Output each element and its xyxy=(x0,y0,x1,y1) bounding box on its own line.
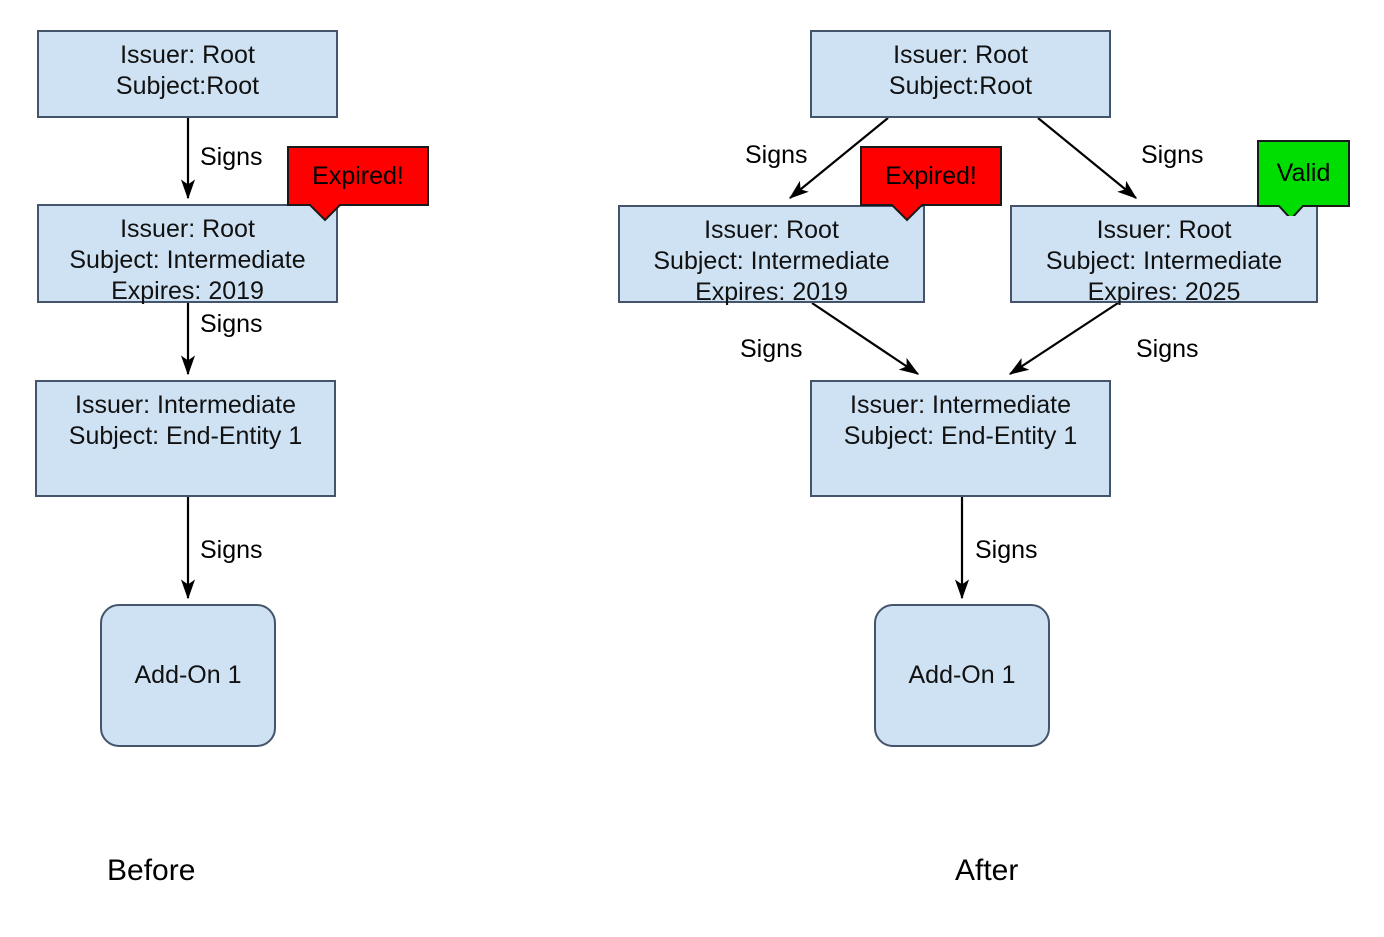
node-text-line: Subject:Root xyxy=(115,72,260,100)
node-before-intermediate[interactable]: Issuer: Root Subject: Intermediate Expir… xyxy=(37,204,338,305)
node-text-line: Issuer: Intermediate xyxy=(850,391,1071,419)
node-text-line: Subject: Intermediate xyxy=(1045,247,1283,275)
node-before-root[interactable]: Issuer: Root Subject:Root xyxy=(37,30,338,118)
edge-after-root-to-intermediate-new xyxy=(1037,117,1138,199)
edge-label-after-end-entity-signs: Signs xyxy=(975,536,1038,564)
caption-after: After xyxy=(955,854,1019,887)
edge-label-before-root-signs: Signs xyxy=(200,143,263,171)
edge-label-after-old-to-ee-signs: Signs xyxy=(740,335,803,363)
caption-before: Before xyxy=(107,854,196,887)
node-text-line: Subject:Root xyxy=(888,72,1033,100)
badge-after-valid[interactable]: Valid xyxy=(1257,140,1350,216)
node-before-addon[interactable]: Add-On 1 xyxy=(100,604,276,747)
badge-label: Valid xyxy=(1276,158,1331,187)
edge-label-before-intermediate-signs: Signs xyxy=(200,310,263,338)
node-text-line: Expires: 2019 xyxy=(111,277,264,305)
node-text-line: Issuer: Root xyxy=(704,216,839,244)
node-text-line: Issuer: Root xyxy=(1096,216,1232,244)
badge-label: Expired! xyxy=(885,161,977,190)
node-text-line: Issuer: Root xyxy=(120,41,255,69)
node-after-end-entity[interactable]: Issuer: Intermediate Subject: End-Entity… xyxy=(810,380,1111,497)
edge-label-before-end-entity-signs: Signs xyxy=(200,536,263,564)
node-before-end-entity[interactable]: Issuer: Intermediate Subject: End-Entity… xyxy=(35,380,336,497)
node-after-intermediate-new[interactable]: Issuer: Root Subject: Intermediate Expir… xyxy=(1010,205,1318,306)
node-text-line: Subject: End-Entity 1 xyxy=(843,422,1078,450)
node-after-addon[interactable]: Add-On 1 xyxy=(874,604,1050,747)
node-text-line: Add-On 1 xyxy=(134,661,242,689)
badge-before-expired[interactable]: Expired! xyxy=(287,146,429,222)
node-text-line: Subject: Intermediate xyxy=(69,246,306,274)
edge-label-after-root-to-new-signs: Signs xyxy=(1141,141,1204,169)
edge-after-intermediate-old-to-end-entity xyxy=(811,302,920,375)
edge-after-intermediate-new-to-end-entity xyxy=(1008,302,1119,375)
node-text-line: Add-On 1 xyxy=(908,661,1016,689)
node-after-root[interactable]: Issuer: Root Subject:Root xyxy=(810,30,1111,118)
node-after-intermediate-old[interactable]: Issuer: Root Subject: Intermediate Expir… xyxy=(618,205,925,306)
badge-after-expired[interactable]: Expired! xyxy=(860,146,1002,222)
node-text-line: Subject: End-Entity 1 xyxy=(68,422,303,450)
badge-label: Expired! xyxy=(312,161,404,190)
callout-shape xyxy=(860,146,1002,222)
node-text-line: Issuer: Root xyxy=(893,41,1028,69)
node-text-line: Issuer: Root xyxy=(120,215,255,243)
edge-label-after-new-to-ee-signs: Signs xyxy=(1136,335,1199,363)
node-text-line: Subject: Intermediate xyxy=(653,247,890,275)
node-text-line: Expires: 2025 xyxy=(1087,278,1241,306)
callout-shape xyxy=(287,146,429,222)
callout-shape xyxy=(1257,140,1350,216)
node-text-line: Expires: 2019 xyxy=(695,278,848,306)
node-text-line: Issuer: Intermediate xyxy=(75,391,296,419)
edge-label-after-root-to-old-signs: Signs xyxy=(745,141,808,169)
